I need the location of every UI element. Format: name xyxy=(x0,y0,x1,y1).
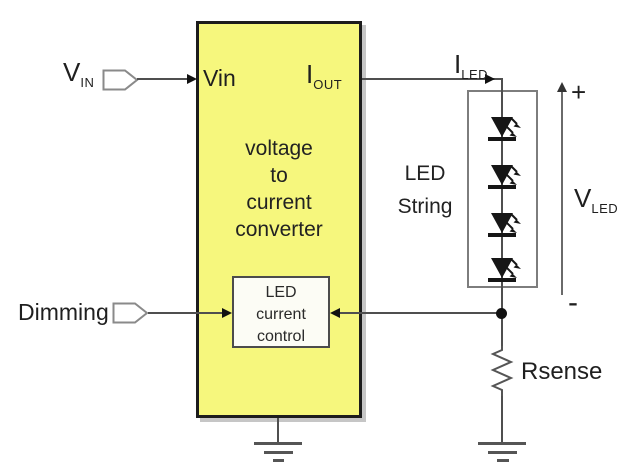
voltage-to-current-converter-box xyxy=(196,21,362,418)
vled-plus-label: + xyxy=(571,77,587,107)
led-string-drop-wire xyxy=(501,78,503,314)
vled-label: VLED xyxy=(574,183,618,215)
dimming-label: Dimming xyxy=(18,299,109,325)
led-string-label-line1: LED xyxy=(404,162,446,185)
vin-arrowhead-icon xyxy=(187,74,197,84)
control-box-line1: LED xyxy=(265,284,297,301)
led-diode-icon xyxy=(488,165,521,189)
control-box-line3: control xyxy=(256,328,306,345)
dimming-wire xyxy=(148,312,223,314)
feedback-wire xyxy=(334,312,502,314)
led-diode-icon xyxy=(488,117,521,141)
junction-dot-icon xyxy=(496,308,507,319)
resistor-bottom-wire xyxy=(501,396,503,443)
vin-base: V xyxy=(63,57,81,87)
vled-up-arrowhead-icon xyxy=(557,82,567,92)
led-diode-icon xyxy=(488,213,521,237)
converter-title: voltage to current converter xyxy=(199,135,359,243)
iled-base: I xyxy=(454,49,462,79)
converter-title-line2: to xyxy=(270,164,288,187)
vled-subscript: LED xyxy=(591,201,619,217)
iout-arrowhead-icon xyxy=(485,74,495,84)
vin-source-label: VIN xyxy=(63,57,94,89)
iout-subscript: OUT xyxy=(313,77,343,93)
rsense-label: Rsense xyxy=(521,358,603,385)
vled-measure-line xyxy=(561,87,563,295)
vled-minus-label: - xyxy=(568,286,578,319)
converter-title-line1: voltage xyxy=(245,137,313,160)
iled-subscript: LED xyxy=(461,67,489,83)
led-diode-icon xyxy=(488,258,521,282)
converter-ground-wire xyxy=(277,418,279,443)
iout-pin-label: IOUT xyxy=(306,59,342,91)
dimming-input-tag-icon xyxy=(112,302,149,324)
resistor-icon xyxy=(490,346,514,396)
control-box-line2: current xyxy=(256,306,306,323)
iled-label: ILED xyxy=(454,49,488,81)
led-string-label: LED String xyxy=(383,157,467,223)
converter-title-line4: converter xyxy=(235,218,323,241)
dimming-arrowhead-icon xyxy=(222,308,232,318)
vin-subscript: IN xyxy=(80,75,95,91)
led-string-label-line2: String xyxy=(397,195,453,218)
resistor-top-wire xyxy=(501,314,503,346)
vled-base: V xyxy=(574,183,592,213)
led-current-control-box: LED current control xyxy=(232,276,330,348)
iout-base: I xyxy=(306,59,314,89)
feedback-arrowhead-icon xyxy=(330,308,340,318)
vin-wire xyxy=(137,78,189,80)
vin-input-tag-icon xyxy=(102,69,139,91)
converter-title-line3: current xyxy=(246,191,312,214)
iout-wire xyxy=(362,78,503,80)
vin-pin-label: Vin xyxy=(203,65,236,91)
